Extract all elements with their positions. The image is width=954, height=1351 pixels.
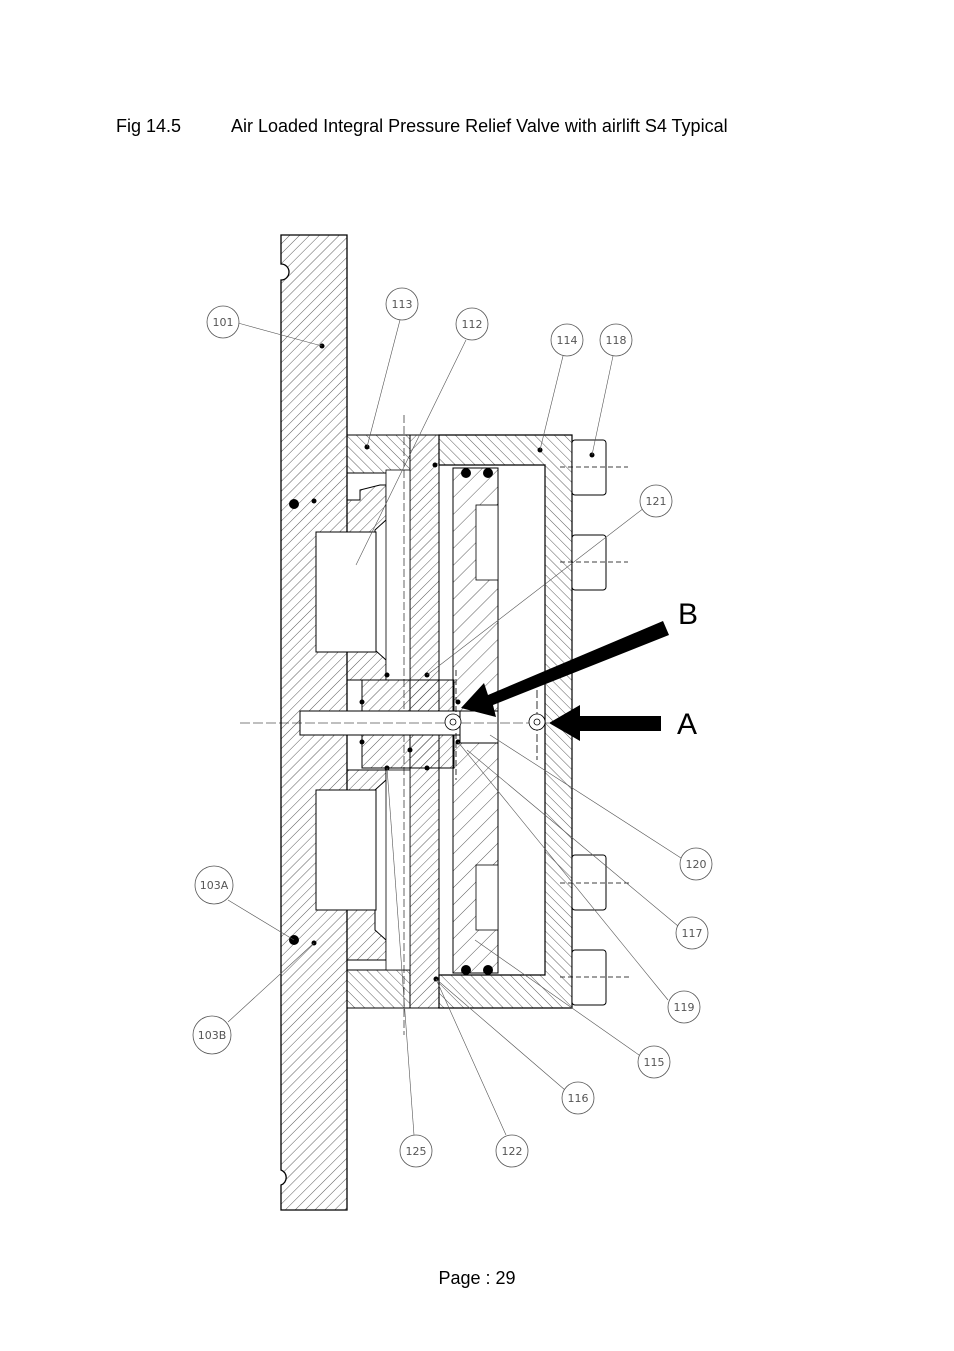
callout-122: 122 (502, 1145, 523, 1158)
callout-115: 115 (644, 1056, 665, 1069)
callout-125: 125 (406, 1145, 427, 1158)
callout-113: 113 (392, 298, 413, 311)
callout-120: 120 (686, 858, 707, 871)
callout-103a: 103A (200, 879, 229, 892)
arrow-a: A (549, 705, 697, 741)
figure-title: Air Loaded Integral Pressure Relief Valv… (231, 116, 728, 136)
callout-bubbles (192, 287, 713, 1168)
callout-121: 121 (646, 495, 667, 508)
callout-117: 117 (682, 927, 703, 940)
callout-116: 116 (568, 1092, 589, 1105)
callout-103b: 103B (198, 1029, 227, 1042)
figure-number: Fig 14.5 (116, 116, 182, 136)
arrow-b-label: B (678, 598, 698, 631)
callout-114: 114 (557, 334, 578, 347)
callout-112: 112 (462, 318, 483, 331)
arrow-a-label: A (677, 708, 697, 741)
page-number: Page : 29 (438, 1268, 516, 1288)
arrow-b: B (461, 598, 698, 717)
callout-101: 101 (213, 316, 234, 329)
callout-119: 119 (674, 1001, 695, 1014)
callout-118: 118 (606, 334, 627, 347)
